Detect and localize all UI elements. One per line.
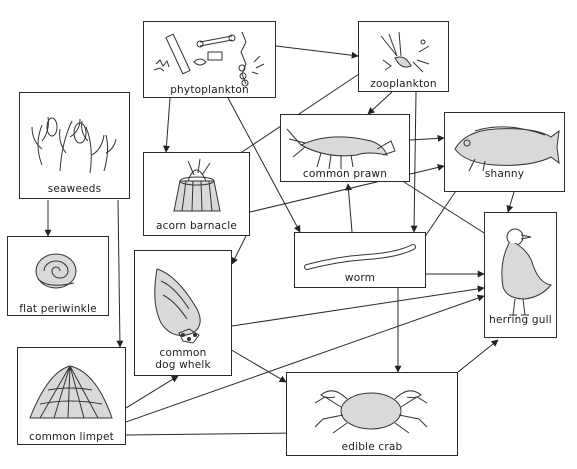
arrow-barnacle-dog-whelk [232,236,246,264]
label-worm: worm [295,272,425,284]
node-common-prawn: common prawn [280,114,410,182]
label-herring-gull: herring gull [485,314,556,326]
node-herring-gull: herring gull [484,212,557,338]
node-flat-periwinkle: flat periwinkle [7,236,109,316]
arrow-zooplankton-common-prawn [368,92,392,114]
label-shanny: shanny [445,168,564,180]
arrow-seaweeds-common-limpet [118,200,120,347]
label-common-dog-whelk-line1: common [135,347,231,359]
arrow-limpet-edible-crab [126,433,298,435]
label-edible-crab: edible crab [287,441,457,453]
arrow-phytoplankton-acorn-barnacle [166,98,170,152]
label-seaweeds: seaweeds [20,183,129,195]
node-common-dog-whelk: common dog whelk [134,250,232,376]
arrow-phytoplankton-zooplankton [276,46,358,56]
label-flat-periwinkle: flat periwinkle [8,303,108,315]
node-acorn-barnacle: acorn barnacle [143,152,250,236]
arrow-shanny-herring-gull [508,192,514,212]
label-zooplankton: zooplankton [359,78,448,90]
node-shanny: shanny [444,112,565,192]
node-common-limpet: common limpet [17,347,126,445]
common-limpet-illustration [18,348,125,444]
label-common-prawn: common prawn [281,168,409,180]
arrow-crab-herring-gull [458,340,498,372]
node-zooplankton: zooplankton [358,21,449,92]
node-seaweeds: seaweeds [19,92,130,199]
node-worm: worm [294,232,426,288]
label-common-dog-whelk-line2: dog whelk [135,359,231,371]
arrow-worm-prawn [348,184,352,232]
node-edible-crab: edible crab [286,372,458,456]
arrow-dog-whelk-edible-crab [228,348,286,382]
label-phytoplankton: phytoplankton [144,84,275,96]
arrow-limpet-dog-whelk [126,376,178,408]
arrow-zooplankton-worm [414,92,416,232]
arrow-dog-whelk-herring-gull [232,288,484,326]
label-acorn-barnacle: acorn barnacle [144,220,249,232]
label-common-limpet: common limpet [18,431,125,443]
node-phytoplankton: phytoplankton [143,21,276,98]
